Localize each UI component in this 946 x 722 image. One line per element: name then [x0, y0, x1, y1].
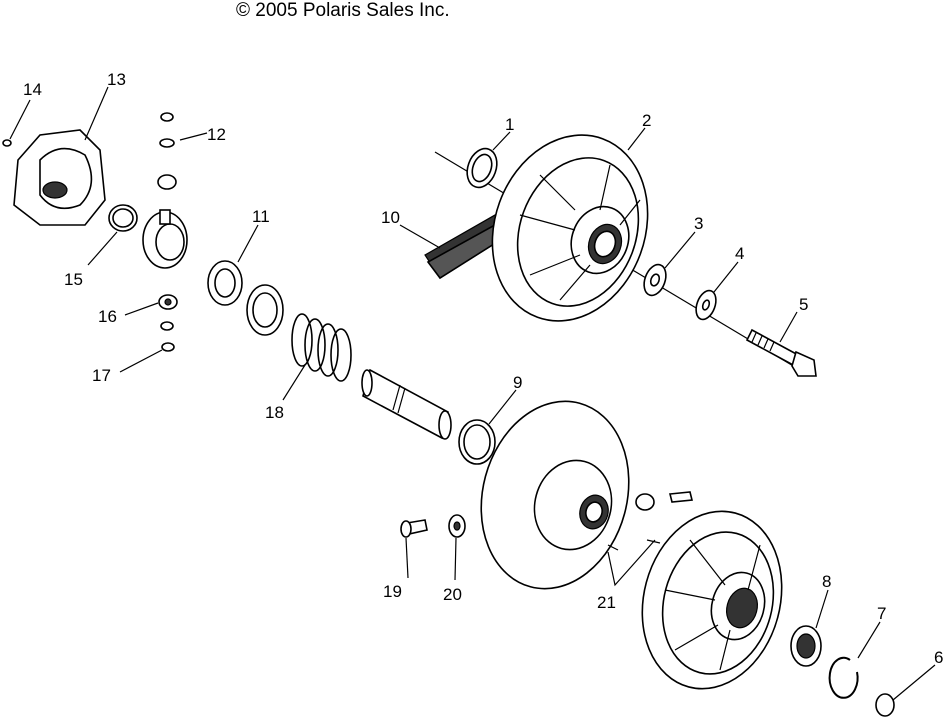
part-3-washer: [643, 263, 667, 297]
callout-6: 6: [934, 648, 943, 667]
part-21-weight-hardware: [607, 491, 694, 551]
callout-17: 17: [92, 366, 111, 385]
callout-11: 11: [252, 207, 270, 226]
spring-seat: [246, 284, 284, 336]
callout-8: 8: [822, 572, 831, 591]
part-15-snap-ring: [108, 204, 138, 232]
part-11-tab-washer: [207, 260, 243, 306]
callout-15: 15: [64, 270, 83, 289]
callout-3: 3: [694, 214, 703, 233]
callout-5: 5: [799, 295, 808, 314]
callout-16: 16: [98, 307, 117, 326]
callout-20: 20: [443, 585, 462, 604]
callout-4: 4: [735, 244, 744, 263]
part-14-pin: [2, 139, 12, 147]
callout-21: 21: [597, 593, 616, 612]
callout-19: 19: [383, 582, 402, 601]
part-6-o-ring: [875, 693, 895, 717]
callout-1: 1: [505, 115, 514, 134]
part-13-cover: [13, 129, 106, 226]
bearing-housing: [142, 209, 188, 269]
part-12-fasteners: [157, 112, 177, 190]
callout-labels: 1 2 3 4 5 6 7 8 9 10 11 12 13 14 15 16 1…: [23, 70, 943, 667]
callout-14: 14: [23, 80, 42, 99]
part-19-bolt: [400, 519, 428, 538]
callout-2: 2: [642, 111, 651, 130]
part-8-bearing: [790, 625, 822, 667]
leader-lines: [9, 86, 936, 701]
callout-18: 18: [265, 403, 284, 422]
copyright-notice: © 2005 Polaris Sales Inc.: [236, 0, 450, 21]
fixed-sheave: [480, 400, 630, 590]
callout-7: 7: [877, 604, 886, 623]
callout-10: 10: [381, 208, 400, 227]
part-2-moveable-sheave: [491, 134, 649, 322]
part-16-nut: [158, 294, 178, 310]
part-17-clips: [160, 321, 175, 352]
callout-13: 13: [107, 70, 126, 89]
part-20-nut: [448, 514, 466, 538]
shaft: [361, 368, 452, 440]
part-18-spring: [291, 313, 352, 382]
part-5-bolt: [745, 328, 817, 377]
callout-9: 9: [513, 373, 522, 392]
part-1-bushing: [466, 147, 498, 189]
part-9-o-ring: [458, 419, 496, 465]
part-7-snap-ring: [828, 656, 859, 699]
part-4-washer: [695, 289, 717, 321]
callout-12: 12: [207, 125, 226, 144]
clutch-cover-lower: [641, 510, 783, 690]
